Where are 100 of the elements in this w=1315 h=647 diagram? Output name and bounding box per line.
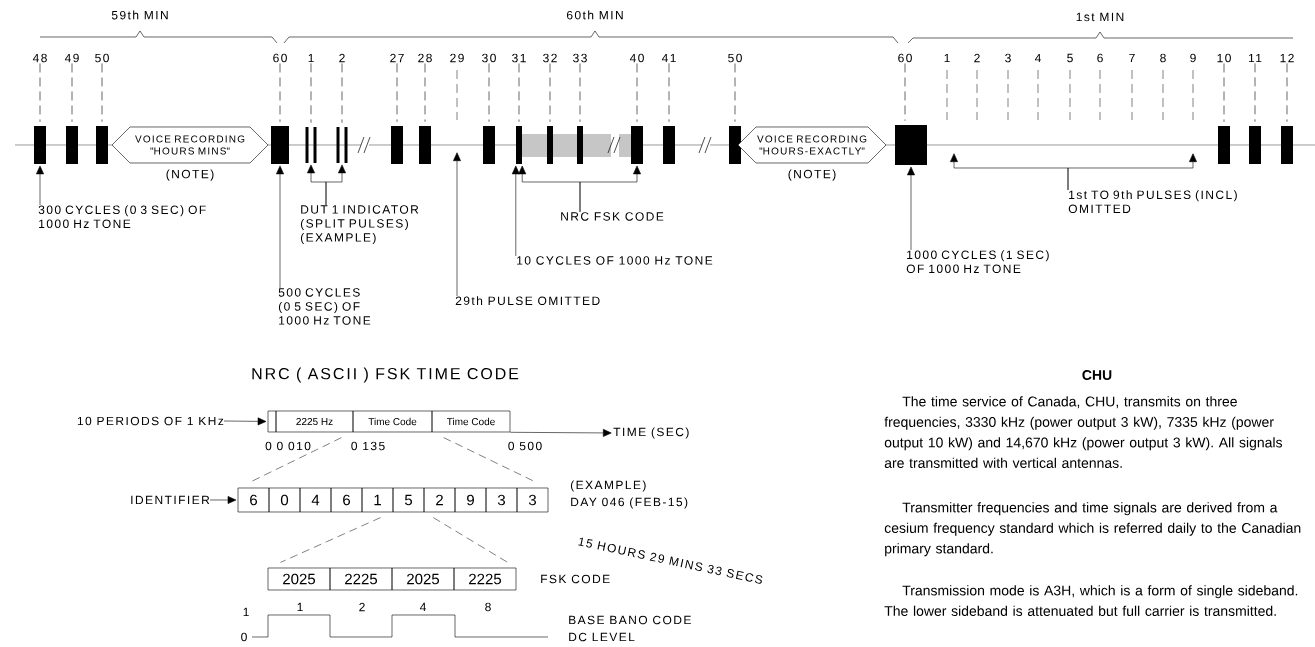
cell-box: [267, 410, 277, 433]
paragraph: The time service of Canada, CHU, transmits on three frequencies, 3330 kHz (power output 3 kW), 7335 kHz (power output 10 kW) and 14,670 kHz (power output 3 kW). All signals are transmitted with vertical antennas.: [884, 396, 1283, 468]
second-number: 41: [661, 53, 676, 63]
paragraph: Transmission mode is A3H, which is a form of single sideband. The lower sideband is attenuated but full carrier is transmitted.: [884, 585, 1298, 616]
second-number: 5: [1067, 53, 1073, 63]
digit-cell: 6: [237, 487, 270, 513]
callout-text: 29th PULSE OMITTED: [455, 296, 600, 305]
second-number: 32: [543, 53, 557, 63]
bit-weight: 2: [359, 602, 365, 612]
callout-text: NRC FSK CODE: [561, 212, 664, 221]
second-number: 29: [450, 53, 464, 63]
level-label: 0: [241, 632, 247, 642]
callout-text: 300 CYCLES (0 3 SEC) OF 1000 Hz TONE: [38, 205, 206, 228]
second-number: 33: [573, 53, 587, 63]
second-number: 50: [95, 53, 109, 63]
voice-recording-box: VOICE RECORDING "HOURS MINS": [111, 126, 269, 164]
axis-label: TIME (SEC): [613, 427, 689, 439]
digit-cell: 9: [454, 487, 487, 513]
pulse-bar: [271, 126, 289, 164]
pulse-bar: [895, 125, 927, 165]
minute-label: 59th MIN: [111, 10, 168, 20]
pulse-bar: [577, 126, 583, 164]
pulse-bar: [1249, 126, 1261, 164]
pulse-bar: [729, 126, 741, 164]
bit-weight: 8: [485, 602, 491, 612]
arrow: [453, 152, 461, 297]
level-label: 1: [243, 607, 249, 617]
minute-label: 60th MIN: [566, 10, 623, 20]
second-number: 50: [728, 53, 742, 63]
second-number: 7: [1129, 53, 1135, 63]
digit-cell: 1: [361, 487, 394, 513]
arrow: [223, 417, 267, 426]
digit-cell: 0: [268, 487, 301, 513]
minute-label: 1st MIN: [1076, 12, 1124, 22]
arrow: [36, 165, 44, 206]
arrow: [579, 165, 641, 213]
second-number: 9: [1190, 53, 1196, 63]
second-number: 6: [1097, 53, 1103, 63]
arrow: [510, 429, 612, 437]
bit-weight: 4: [419, 602, 426, 612]
section-title: NRC ( ASCII ) FSK TIME CODE: [252, 367, 519, 383]
digit-cell: 3: [516, 487, 549, 513]
second-number: 49: [64, 53, 79, 63]
time-value: 0 500: [508, 441, 542, 451]
arrow: [907, 166, 915, 251]
row-label: DC LEVEL: [569, 632, 635, 642]
second-number: 10: [1217, 53, 1231, 63]
arrow: [276, 165, 284, 289]
second-number: 12: [1280, 53, 1294, 63]
pulse-bar: [547, 126, 553, 164]
example-note: DAY 046 (FEB-15): [571, 497, 688, 509]
example-note: (EXAMPLE): [570, 480, 646, 492]
second-number: 2: [974, 53, 980, 63]
callout-text: 10 CYCLES OF 1000 Hz TONE: [517, 256, 713, 265]
pulse-bar: [483, 126, 495, 164]
bit-weight: 1: [297, 602, 303, 612]
row-label: FSK CODE: [541, 574, 610, 584]
arrow: [1067, 153, 1197, 191]
second-number: 28: [418, 53, 432, 63]
pulse-bar: [96, 126, 108, 164]
pulse-bar: [66, 126, 78, 164]
digit-cell: 3: [485, 487, 518, 513]
second-number: 8: [1160, 53, 1166, 63]
second-number: 1: [308, 53, 314, 63]
second-number: 4: [1034, 53, 1041, 63]
callout-text: DUT 1 INDICATOR (SPLIT PULSES) (EXAMPLE): [300, 205, 419, 245]
arrow: [325, 164, 346, 206]
heading: CHU: [1082, 370, 1112, 380]
digit-cell: 4: [299, 487, 332, 513]
second-number: 11: [1248, 53, 1262, 63]
arrow: [511, 165, 520, 257]
second-number: 30: [482, 53, 496, 63]
pulse-bar: [391, 126, 403, 164]
second-number: 60: [898, 53, 912, 63]
timing-cell: Time Code: [431, 410, 511, 433]
split-pulse: [336, 127, 348, 163]
second-number: 48: [32, 53, 47, 63]
paragraph: Transmitter frequencies and time signals are derived from a cesium frequency standard which is referred daily to the Canadian primary standard.: [884, 502, 1301, 557]
row-label: BASE BANO CODE: [569, 615, 691, 625]
pulse-bar: [663, 126, 675, 164]
split-pulse: [305, 127, 317, 163]
time-value: 0 0 010: [265, 441, 311, 451]
timing-cell: Time Code: [352, 410, 433, 433]
timing-cell: 2225 Hz: [275, 410, 354, 433]
arrow: [209, 496, 237, 504]
fsk-cell: 2025: [267, 567, 331, 591]
digit-cell: 5: [392, 487, 425, 513]
row-label: IDENTIFIER: [131, 495, 210, 505]
digit-cell: 6: [330, 487, 363, 513]
note-label: (NOTE): [166, 169, 214, 181]
second-number: 2: [339, 53, 345, 63]
callout-text: 1st TO 9th PULSES (INCL) OMITTED: [1068, 190, 1237, 213]
note-label: (NOTE): [788, 169, 836, 181]
second-number: 3: [1005, 53, 1011, 63]
fsk-cell: 2225: [453, 567, 517, 591]
second-number: 27: [390, 53, 404, 63]
digit-cell: 2: [423, 487, 456, 513]
row-label: 10 PERIODS OF 1 KHz: [77, 416, 224, 426]
callout-text: 1000 CYCLES (1 SEC) OF 1000 Hz TONE: [906, 250, 1049, 273]
callout-text: 500 CYCLES (0 5 SEC) OF 1000 Hz TONE: [278, 288, 371, 325]
